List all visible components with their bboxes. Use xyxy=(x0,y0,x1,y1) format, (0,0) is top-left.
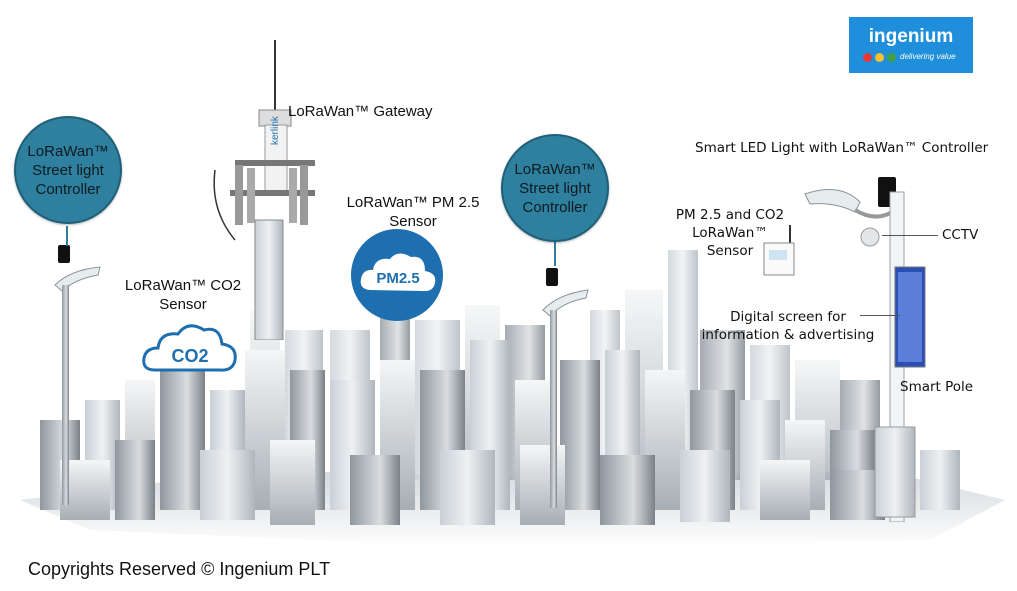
logo-dot-yellow xyxy=(875,53,884,62)
digital-screen-pointer-line xyxy=(860,315,900,316)
pm25-icon-text: PM2.5 xyxy=(376,270,419,287)
digital-screen-label-line2: information & advertising xyxy=(701,327,875,343)
smart-pole-illustration xyxy=(804,177,926,522)
pm-sensor-label-line1: LoRaWan™ PM 2.5 xyxy=(346,194,480,211)
co2-sensor-label-line2: Sensor xyxy=(159,296,207,313)
center-street-light-controller-bubble: LoRaWan™ Street light Controller xyxy=(501,134,609,242)
bubble-line-3: Controller xyxy=(35,180,101,198)
pm-sensor-label-line2: Sensor xyxy=(389,213,437,230)
digital-screen-label: Digital screen for information & adverti… xyxy=(693,308,883,344)
co2-icon-text: CO2 xyxy=(171,346,208,366)
pm25-cloud-icon: PM2.5 xyxy=(351,229,443,321)
copyright-text: Copyrights Reserved © Ingenium PLT xyxy=(28,559,331,579)
cctv-label: CCTV xyxy=(942,227,979,243)
digital-screen-label-line1: Digital screen for xyxy=(730,309,846,325)
smart-led-label: Smart LED Light with LoRaWan™ Controller xyxy=(695,140,989,156)
logo-name: ingenium xyxy=(868,26,954,47)
bubble-line-1: LoRaWan™ xyxy=(514,160,596,178)
co2-sensor-label-line1: LoRaWan™ CO2 xyxy=(124,277,242,294)
bubble-line-1: LoRaWan™ xyxy=(27,142,109,160)
pm-co2-sensor-label-line2: LoRaWan™ Sensor xyxy=(692,225,768,259)
tower-brand-text: kerlink xyxy=(270,115,281,145)
street-light-left-illustration xyxy=(54,245,101,505)
left-bubble-connector xyxy=(66,226,68,246)
gateway-label: LoRaWan™ Gateway xyxy=(288,103,433,120)
bubble-line-2: Street light xyxy=(519,179,591,197)
bubble-line-2: Street light xyxy=(32,161,104,179)
center-bubble-connector xyxy=(554,240,556,266)
street-light-center-illustration xyxy=(542,268,589,508)
logo-dot-green xyxy=(887,53,896,62)
pm-sensor-label: LoRaWan™ PM 2.5 Sensor xyxy=(338,193,488,231)
left-street-light-controller-bubble: LoRaWan™ Street light Controller xyxy=(14,116,122,224)
logo-dot-red xyxy=(863,53,872,62)
bubble-line-3: Controller xyxy=(522,198,588,216)
logo-tagline: delivering value xyxy=(900,52,956,61)
pm-co2-sensor-label-line1: PM 2.5 and CO2 xyxy=(675,207,785,223)
co2-cloud-icon: CO2 xyxy=(142,324,237,372)
pm-co2-sensor-device-icon xyxy=(763,225,795,276)
cctv-pointer-line xyxy=(882,235,938,236)
smart-pole-label: Smart Pole xyxy=(900,379,974,395)
ingenium-logo: ingenium delivering value xyxy=(849,17,973,73)
gateway-tower-illustration: kerlink xyxy=(213,40,315,340)
pm-co2-sensor-label: PM 2.5 and CO2 LoRaWan™ Sensor xyxy=(670,206,790,260)
co2-sensor-label: LoRaWan™ CO2 Sensor xyxy=(120,276,246,314)
